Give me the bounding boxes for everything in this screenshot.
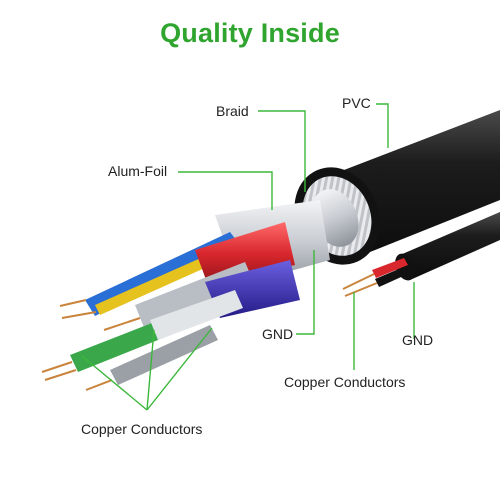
copper-tip-6 <box>85 379 113 391</box>
label-copper-conductors-main: Copper Conductors <box>81 421 203 437</box>
leader-copper-main-3 <box>146 327 213 411</box>
leader-alum-foil <box>178 171 273 210</box>
leader-copper-main-2 <box>146 329 155 411</box>
leader-braid <box>258 110 306 192</box>
copper-tip-3 <box>103 317 141 331</box>
small-cable-copper-1 <box>342 273 375 290</box>
leader-pvc <box>376 103 389 148</box>
leader-lines <box>81 103 415 411</box>
label-braid: Braid <box>216 103 249 119</box>
wire-grey-coax-2 <box>150 290 243 340</box>
small-cable <box>342 212 500 297</box>
leader-copper-main-1 <box>81 355 148 411</box>
label-copper-conductors-small: Copper Conductors <box>284 374 406 390</box>
label-gnd-main: GND <box>262 326 294 342</box>
small-cable-black-wire <box>375 266 410 287</box>
wire-grey-lower <box>110 325 218 385</box>
small-cable-copper-2 <box>344 282 378 297</box>
copper-tip-1 <box>59 299 87 307</box>
inner-conductors <box>70 200 330 385</box>
small-cable-red-wire <box>372 258 408 278</box>
label-pvc: PVC <box>342 95 371 111</box>
copper-tip-2 <box>61 311 97 319</box>
small-cable-jacket <box>400 212 500 280</box>
copper-tip-4 <box>41 361 73 373</box>
label-gnd-small: GND <box>402 332 434 348</box>
copper-tip-5 <box>44 369 77 381</box>
leader-gnd-main <box>296 250 315 335</box>
page-title: Quality Inside <box>160 18 340 48</box>
copper-tips <box>41 299 141 391</box>
label-alum-foil: Alum-Foil <box>108 163 168 179</box>
